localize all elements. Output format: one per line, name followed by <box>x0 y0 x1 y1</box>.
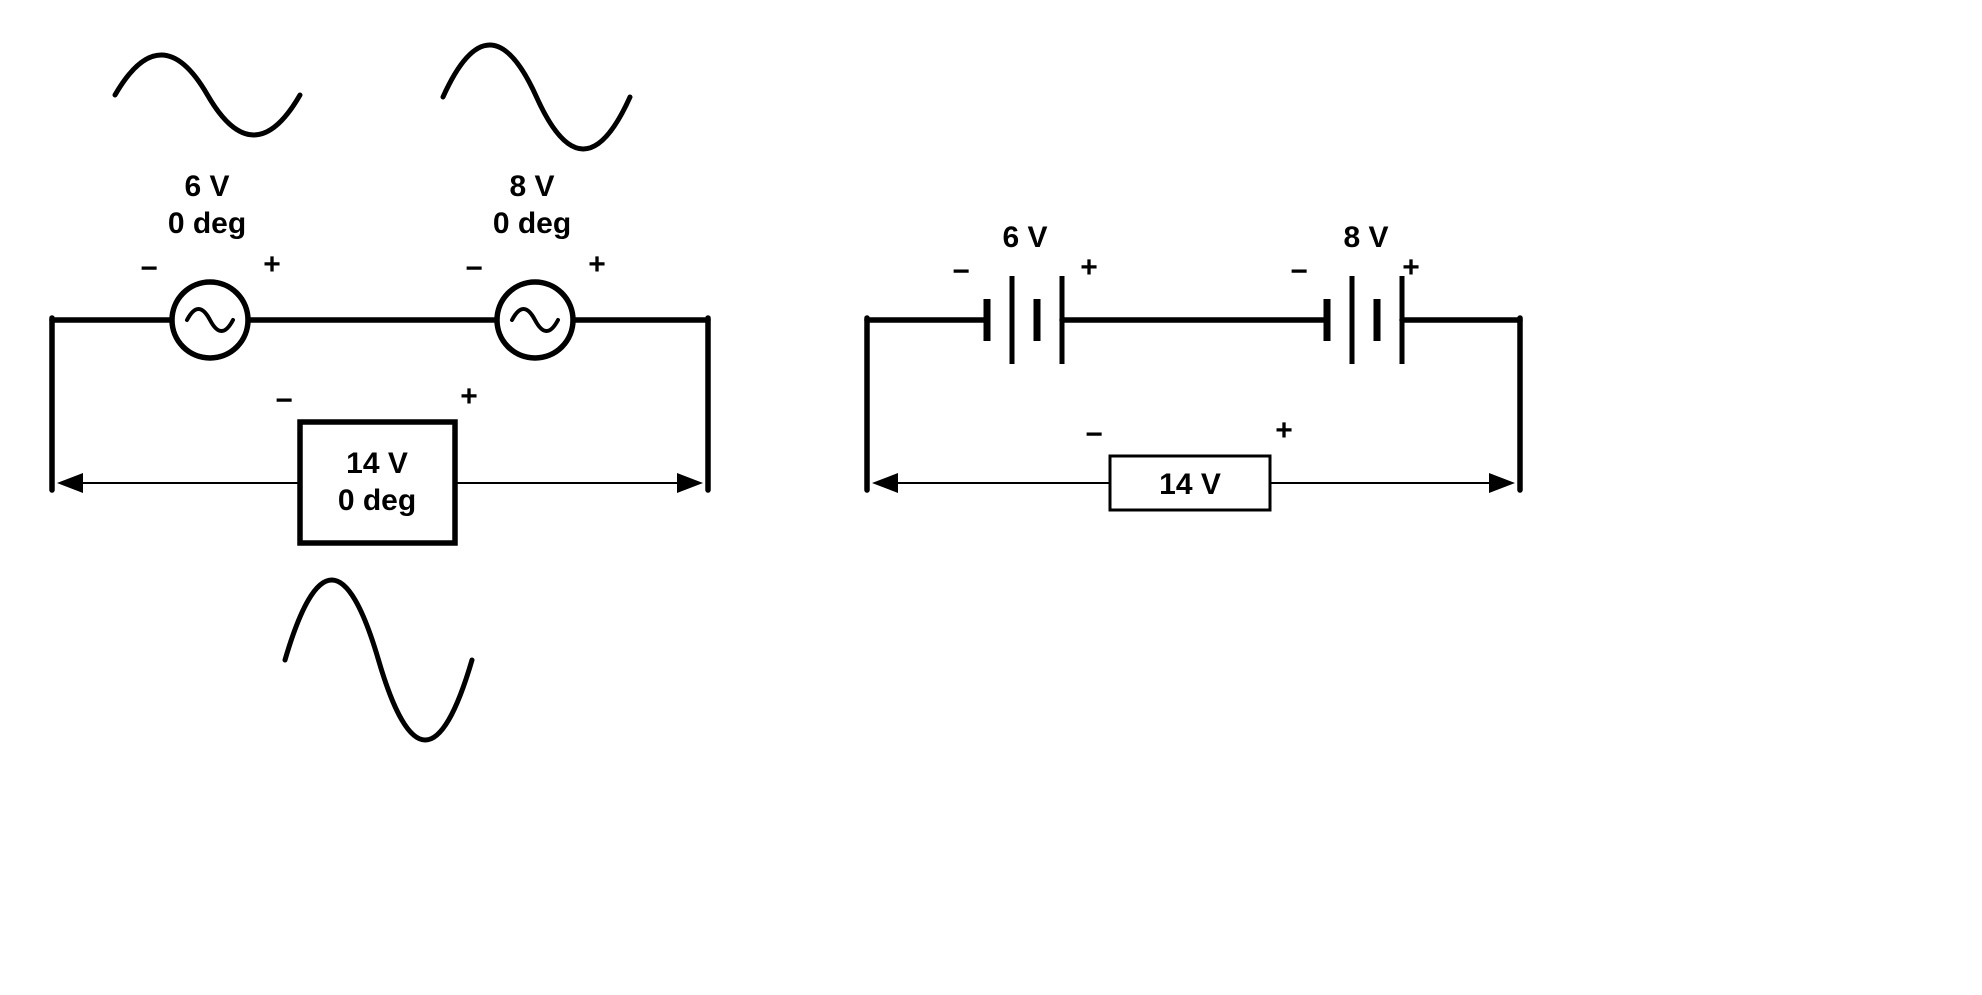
ac-source-sine-icon <box>510 307 560 333</box>
dc-battery1-voltage-label: 6 V <box>1002 221 1047 254</box>
dc-total-box <box>1108 454 1272 512</box>
dc-series-circuit: 6 V 8 V − + − + <box>864 221 1523 512</box>
ac-source-sine-icon <box>185 307 235 333</box>
arrowhead-right-icon <box>1489 473 1515 493</box>
ac-source2-minus-sign: − <box>465 252 483 285</box>
ac-source1-voltage-label: 6 V <box>184 170 229 203</box>
dc-total-minus-sign: − <box>1085 418 1103 451</box>
ac-source1-phase-label: 0 deg <box>168 207 246 240</box>
dc-total-voltage-label: 14 V <box>1159 468 1221 501</box>
sine-wave-icon <box>282 577 475 743</box>
ac-series-circuit: 6 V 0 deg 8 V 0 deg − + − + − <box>49 42 711 743</box>
sine-wave-icon <box>440 42 633 152</box>
ac-source1-minus-sign: − <box>140 252 158 285</box>
dc-battery2-voltage-label: 8 V <box>1343 221 1388 254</box>
dc-battery2-plus-sign: + <box>1402 251 1420 284</box>
ac-source2-plus-sign: + <box>588 248 606 281</box>
arrowhead-left-icon <box>57 473 83 493</box>
dc-battery1-plus-sign: + <box>1080 251 1098 284</box>
dc-total-plus-sign: + <box>1275 414 1293 447</box>
ac-total-minus-sign: − <box>275 384 293 417</box>
dc-battery1-minus-sign: − <box>952 255 970 288</box>
arrowhead-left-icon <box>872 473 898 493</box>
battery-cells-icon <box>983 276 1065 364</box>
ac-total-plus-sign: + <box>460 380 478 413</box>
battery-cells-icon <box>1323 276 1405 364</box>
ac-total-voltage-label: 14 V <box>346 447 408 480</box>
arrowhead-right-icon <box>677 473 703 493</box>
ac-source2-phase-label: 0 deg <box>493 207 571 240</box>
ac-total-phase-label: 0 deg <box>338 484 416 517</box>
sine-wave-icon <box>112 52 303 138</box>
ac-source1-plus-sign: + <box>263 248 281 281</box>
dc-battery2-minus-sign: − <box>1290 255 1308 288</box>
ac-total-box <box>297 419 458 546</box>
ac-source2-voltage-label: 8 V <box>509 170 554 203</box>
